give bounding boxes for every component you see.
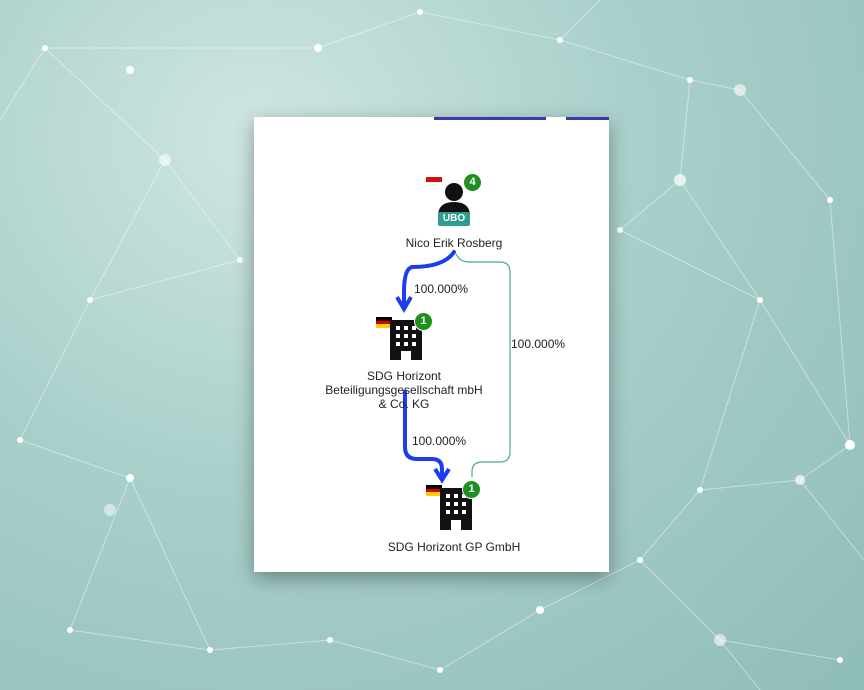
count-badge: 4 xyxy=(463,173,482,192)
ubo-tag: UBO xyxy=(438,212,470,226)
edge-ubo-to-gp[interactable] xyxy=(455,253,511,477)
node-label-line: SDG Horizont xyxy=(366,369,442,383)
edge-label-kg-gp: 100.000% xyxy=(412,434,467,448)
node-kg[interactable]: 1 xyxy=(374,312,436,362)
ownership-diagram-card: 100.000% 100.000% 100.000% UBO 4 Nico Er… xyxy=(254,117,609,572)
edge-label-ubo-gp: 100.000% xyxy=(511,337,566,351)
node-label-kg: SDG Horizont Beteiligungsgesellschaft mb… xyxy=(294,369,514,411)
node-ubo[interactable]: UBO 4 xyxy=(426,172,482,232)
edges-layer xyxy=(395,250,511,484)
node-label-line: Beteiligungsgesellschaft mbH xyxy=(325,383,483,397)
node-gp[interactable]: 1 xyxy=(424,480,486,532)
germany-flag-icon xyxy=(426,485,442,496)
node-label-line: & Co. KG xyxy=(378,397,430,411)
arrow-head xyxy=(433,467,451,484)
tab-indicator xyxy=(434,117,546,120)
tab-indicator-secondary xyxy=(566,117,609,120)
warning-bar xyxy=(426,177,442,182)
count-badge: 1 xyxy=(462,480,481,499)
germany-flag-icon xyxy=(376,317,392,328)
arrow-head xyxy=(395,295,413,313)
node-label-gp: SDG Horizont GP GmbH xyxy=(387,540,521,554)
node-label-ubo: Nico Erik Rosberg xyxy=(405,236,503,250)
count-badge: 1 xyxy=(414,312,433,331)
edge-kg-to-gp[interactable] xyxy=(403,390,444,477)
edge-ubo-to-kg[interactable] xyxy=(402,250,456,305)
edge-label-ubo-kg: 100.000% xyxy=(414,282,469,296)
